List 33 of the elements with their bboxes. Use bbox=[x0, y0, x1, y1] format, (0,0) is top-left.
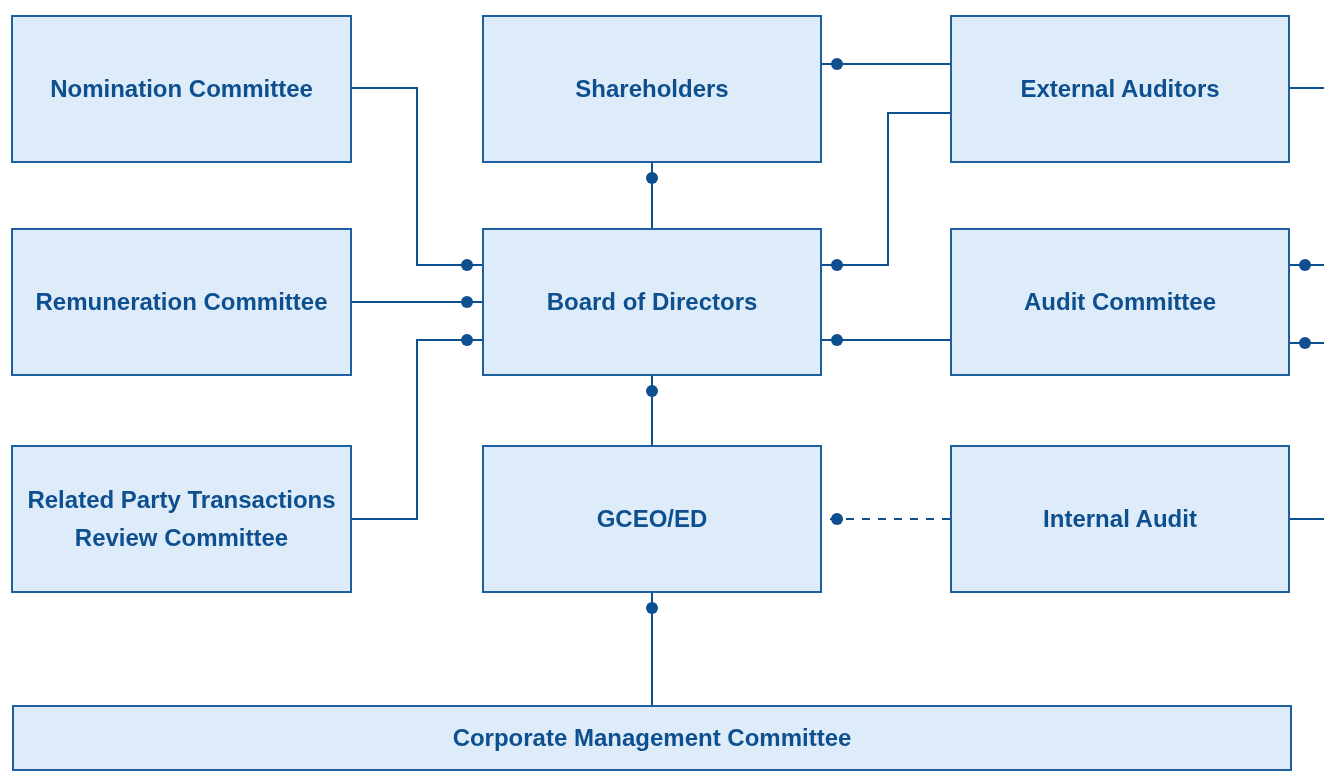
box-label: Board of Directors bbox=[545, 287, 759, 317]
box-label: External Auditors bbox=[1019, 74, 1221, 104]
org-box bbox=[12, 705, 1292, 771]
box-label: GCEO/ED bbox=[595, 504, 709, 534]
org-box bbox=[11, 228, 352, 376]
connector-line bbox=[1289, 259, 1324, 271]
box-label: Shareholders bbox=[574, 74, 730, 104]
box-label: Audit Committee bbox=[1023, 287, 1217, 317]
org-box bbox=[11, 15, 352, 163]
org-box bbox=[950, 228, 1290, 376]
org-box bbox=[482, 228, 822, 376]
connector-line bbox=[646, 375, 658, 446]
box-label: Corporate Management Committee bbox=[451, 723, 853, 753]
connector-line bbox=[646, 162, 658, 229]
connector-line bbox=[1289, 87, 1324, 89]
org-box bbox=[482, 15, 822, 163]
box-label: Remuneration Committee bbox=[34, 287, 329, 317]
connector-line bbox=[351, 334, 483, 520]
box-label: Related Party Transactions Review Committee bbox=[26, 485, 337, 553]
org-box bbox=[11, 445, 352, 593]
org-box bbox=[950, 15, 1290, 163]
connector-line bbox=[1289, 337, 1324, 349]
connector-line bbox=[821, 112, 951, 271]
connector-line bbox=[821, 334, 951, 346]
connector-line bbox=[1289, 518, 1324, 520]
org-box bbox=[950, 445, 1290, 593]
box-label: Internal Audit bbox=[1042, 504, 1198, 534]
connector-line bbox=[821, 58, 951, 70]
org-box bbox=[482, 445, 822, 593]
connector-line bbox=[646, 592, 658, 706]
connector-line bbox=[351, 87, 483, 271]
connector-line bbox=[351, 296, 483, 308]
box-label: Nomination Committee bbox=[49, 74, 314, 104]
